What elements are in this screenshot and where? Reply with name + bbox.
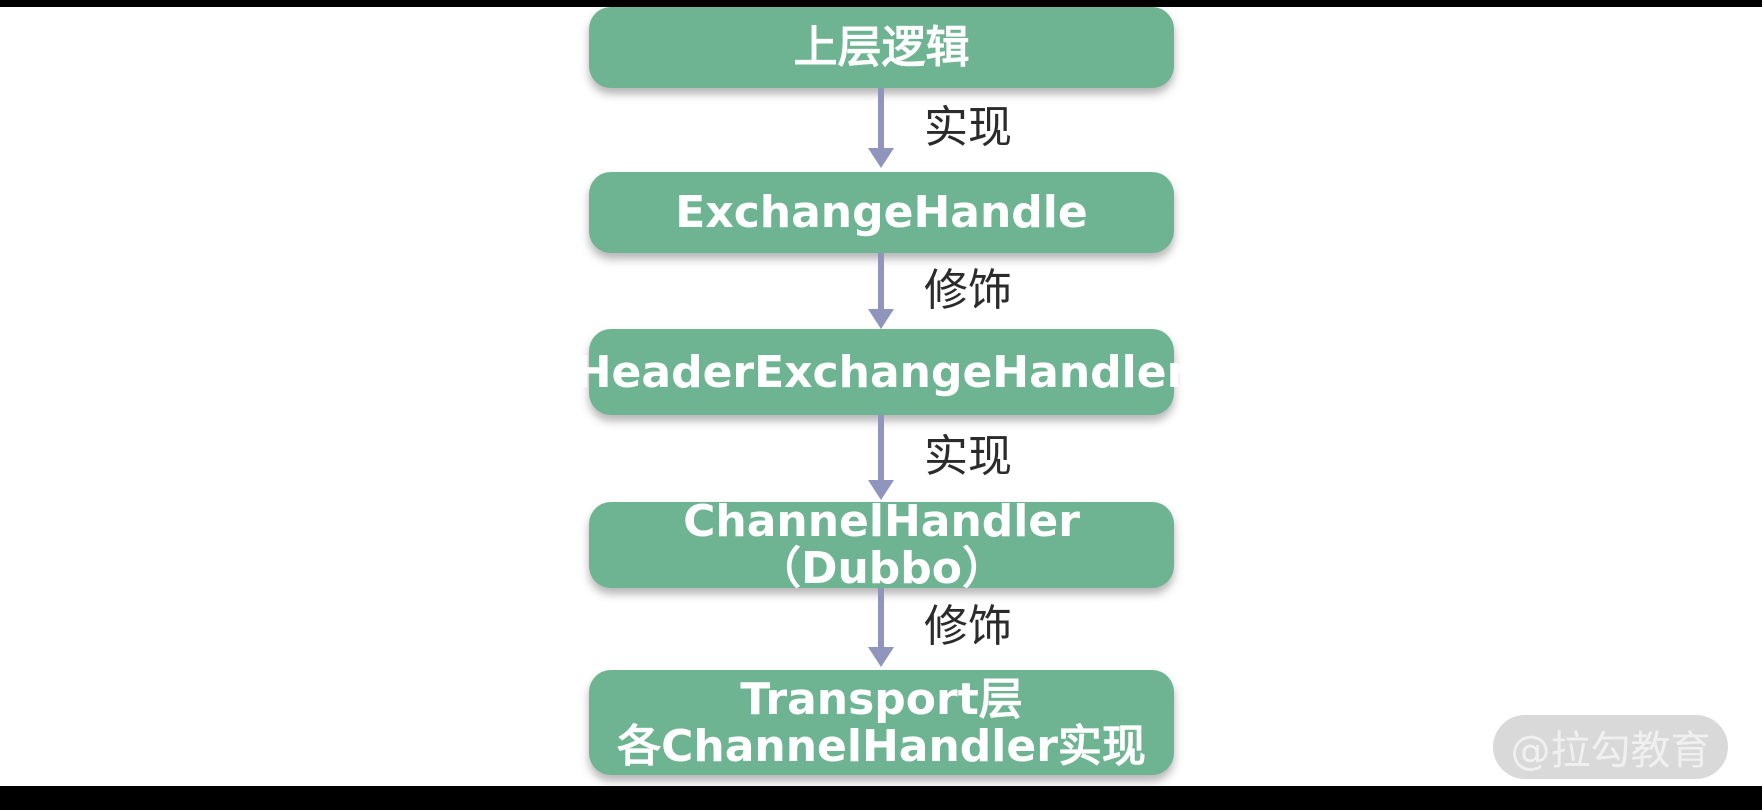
node-transport-line-2: 各ChannelHandler实现	[617, 720, 1146, 772]
node-exchange-handle: ExchangeHandle	[589, 172, 1174, 253]
top-black-bar	[0, 0, 1762, 7]
edge-label-decorate-2: 修饰	[924, 601, 1012, 652]
node-exchange-handle-label: ExchangeHandle	[675, 187, 1088, 238]
node-transport-line-1: Transport层	[740, 673, 1023, 725]
node-channel-handler-dubbo-label: ChannelHandler（Dubbo）	[683, 496, 1080, 594]
edge-label-implement-2: 实现	[924, 431, 1012, 482]
arrow-down-icon	[868, 647, 894, 667]
edge-label-decorate-1: 修饰	[924, 265, 1012, 316]
node-transport-channel-handlers: Transport层 各ChannelHandler实现	[589, 670, 1174, 775]
watermark-text: @拉勾教育	[1510, 728, 1711, 774]
node-header-exchange-handler-label: HeaderExchangeHandler	[574, 346, 1189, 398]
arrow-stem-2	[878, 253, 884, 311]
arrow-down-icon	[868, 480, 894, 500]
watermark-badge: @拉勾教育	[1493, 715, 1728, 779]
edge-label-implement-1: 实现	[924, 102, 1012, 153]
node-upper-logic-label: 上层逻辑	[793, 22, 970, 73]
node-channel-handler-dubbo: ChannelHandler（Dubbo）	[589, 498, 1174, 592]
bottom-black-bar	[0, 786, 1762, 810]
node-header-exchange-handler: HeaderExchangeHandler	[575, 329, 1188, 415]
arrow-stem-1	[878, 88, 884, 150]
arrow-stem-4	[878, 588, 884, 649]
arrow-down-icon	[868, 148, 894, 168]
arrow-down-icon	[868, 309, 894, 329]
arrow-stem-3	[878, 415, 884, 482]
node-upper-logic: 上层逻辑	[589, 7, 1174, 88]
